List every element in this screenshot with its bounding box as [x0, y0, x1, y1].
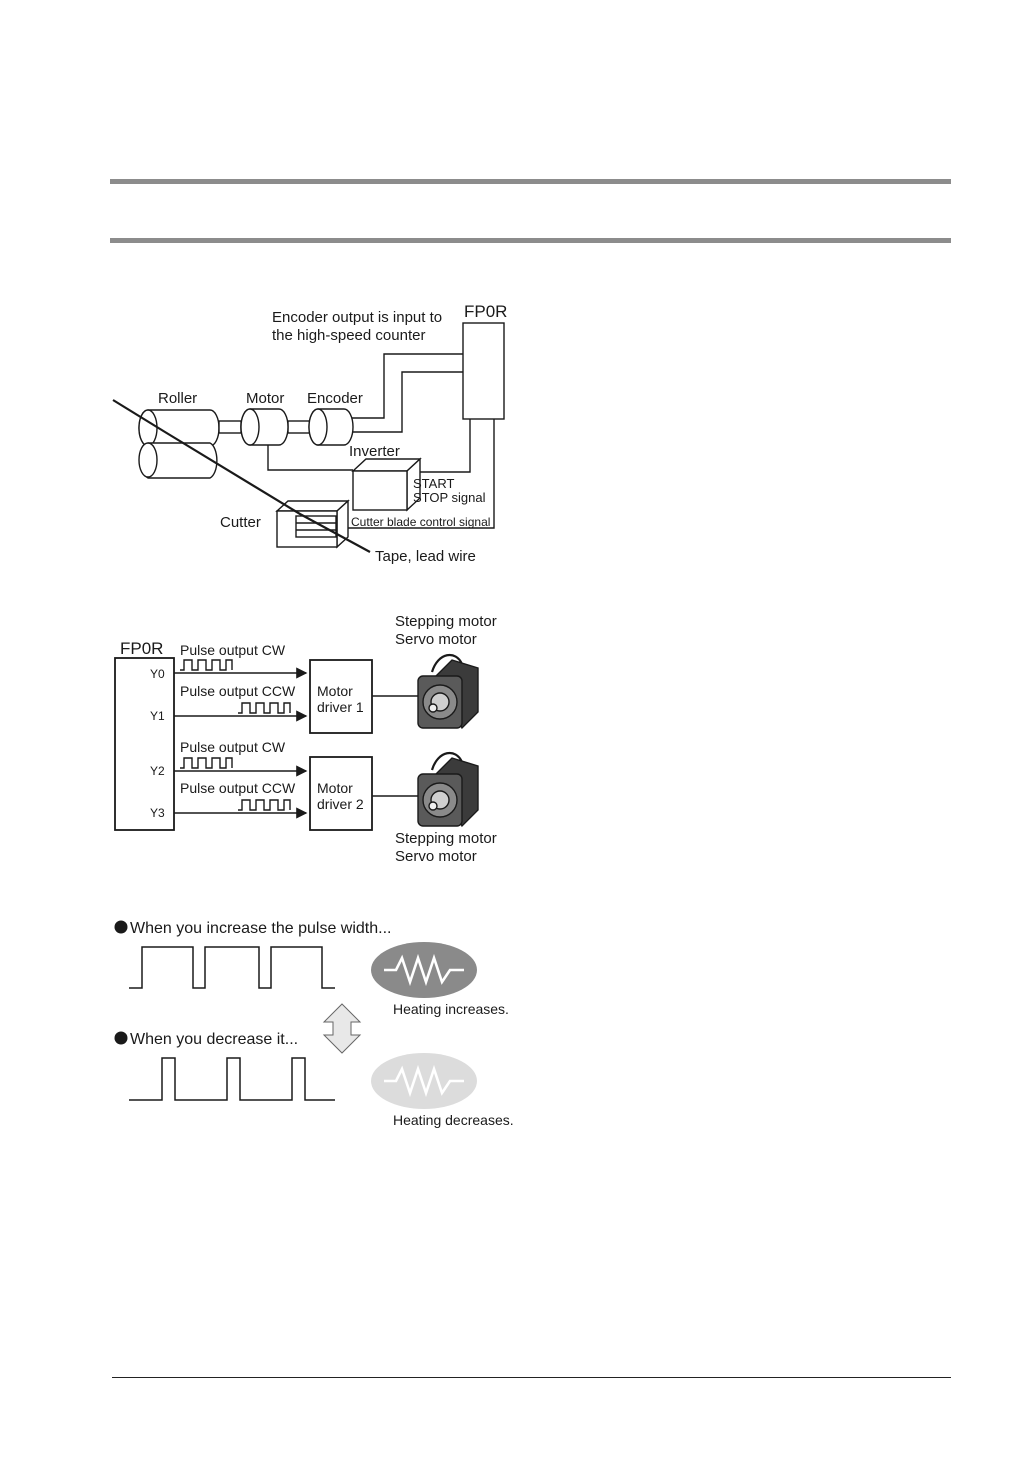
footer-rule: [112, 1377, 951, 1378]
encoder-note-line1: Encoder output is input to: [272, 309, 442, 326]
port-y1: Y1: [150, 709, 165, 723]
roller-icon: [138, 409, 220, 479]
heater-icon-weak: [371, 1053, 477, 1109]
fp0r-label-1: FP0R: [464, 302, 507, 321]
tape-label: Tape, lead wire: [375, 548, 476, 565]
cutter-signal-label: Cutter blade control signal: [351, 515, 490, 529]
tape-lead-wire: [112, 399, 371, 553]
motor-bottom-line2: Servo motor: [395, 848, 477, 865]
encoder-wire-a: [336, 353, 463, 419]
fp0r-label-2: FP0R: [120, 639, 163, 658]
pulse-glyph-ccw-1: [238, 702, 291, 714]
pulse-glyph-cw-1: [180, 659, 233, 671]
pulse-label-y3: Pulse output CCW: [180, 780, 296, 796]
wide-pulse-waveform: [129, 946, 335, 989]
start-label: START: [413, 476, 454, 491]
stepping-motor-icon-1: [417, 654, 479, 730]
heater-coil-weak: [384, 1064, 464, 1098]
stop-signal-label: STOP signal: [413, 490, 486, 505]
motor-label: Motor: [246, 390, 284, 407]
encoder-label: Encoder: [307, 390, 363, 407]
driver2-line1: Motor: [317, 780, 353, 796]
motor-icon: [240, 408, 289, 446]
fp0r-unit-1: [462, 322, 505, 420]
port-y2: Y2: [150, 764, 165, 778]
pulse-glyph-ccw-2: [238, 799, 291, 811]
heater-icon-strong: [371, 942, 477, 998]
inverter-label: Inverter: [349, 443, 400, 460]
motor-bottom-line1: Stepping motor: [395, 830, 497, 847]
header-rule-bottom: [110, 238, 951, 243]
cutter-icon: [275, 499, 350, 549]
port-y3: Y3: [150, 806, 165, 820]
pulse-glyph-cw-2: [180, 757, 233, 769]
encoder-wire-b: [344, 371, 463, 433]
roller-label: Roller: [158, 390, 197, 407]
pwm-heating-diagram: [114, 920, 477, 1109]
stepping-motor-icon-2: [417, 752, 479, 828]
pulse-label-y0: Pulse output CW: [180, 642, 286, 658]
port-y0: Y0: [150, 667, 165, 681]
start-stop-wire: [420, 419, 471, 473]
header-rule-top: [110, 179, 951, 184]
heater-coil-strong: [384, 953, 464, 987]
encoder-note-line2: the high-speed counter: [272, 327, 425, 344]
driver1-line2: driver 1: [317, 699, 364, 715]
bullet-icon-2: [114, 1031, 128, 1045]
inverter-box: [351, 457, 422, 512]
encoder-icon: [308, 408, 354, 446]
diagram1-labels: FP0R Encoder output is input to the high…: [158, 302, 507, 565]
double-arrow-icon: [322, 1003, 362, 1054]
motor-top-line1: Stepping motor: [395, 613, 497, 630]
narrow-pulse-waveform: [129, 1057, 335, 1101]
motor-driver-2-box: [309, 756, 373, 831]
heating-increases-label: Heating increases.: [393, 1001, 509, 1017]
shaft-1: [218, 420, 242, 434]
motor-inverter-wire: [267, 442, 353, 471]
pulse-output-diagram: [114, 654, 479, 831]
pulse-label-y2: Pulse output CW: [180, 739, 286, 755]
motor-driver-1-box: [309, 659, 373, 734]
motor-top-line2: Servo motor: [395, 631, 477, 648]
pulse-label-y1: Pulse output CCW: [180, 683, 296, 699]
diagram2-labels: FP0R Y0 Y1 Y2 Y3 Pulse output CW Pulse o…: [120, 613, 497, 865]
driver1-line1: Motor: [317, 683, 353, 699]
diagram3-labels: When you increase the pulse width... Whe…: [130, 920, 514, 1128]
decrease-title: When you decrease it...: [130, 1031, 298, 1048]
increase-title: When you increase the pulse width...: [130, 920, 391, 937]
bullet-icon-1: [114, 920, 128, 934]
fp0r-unit-2: [114, 657, 175, 831]
cutter-label: Cutter: [220, 514, 261, 531]
heating-decreases-label: Heating decreases.: [393, 1112, 514, 1128]
driver2-line2: driver 2: [317, 796, 364, 812]
cutter-signal-wire: [345, 419, 495, 529]
high-speed-counter-diagram: [112, 322, 505, 553]
